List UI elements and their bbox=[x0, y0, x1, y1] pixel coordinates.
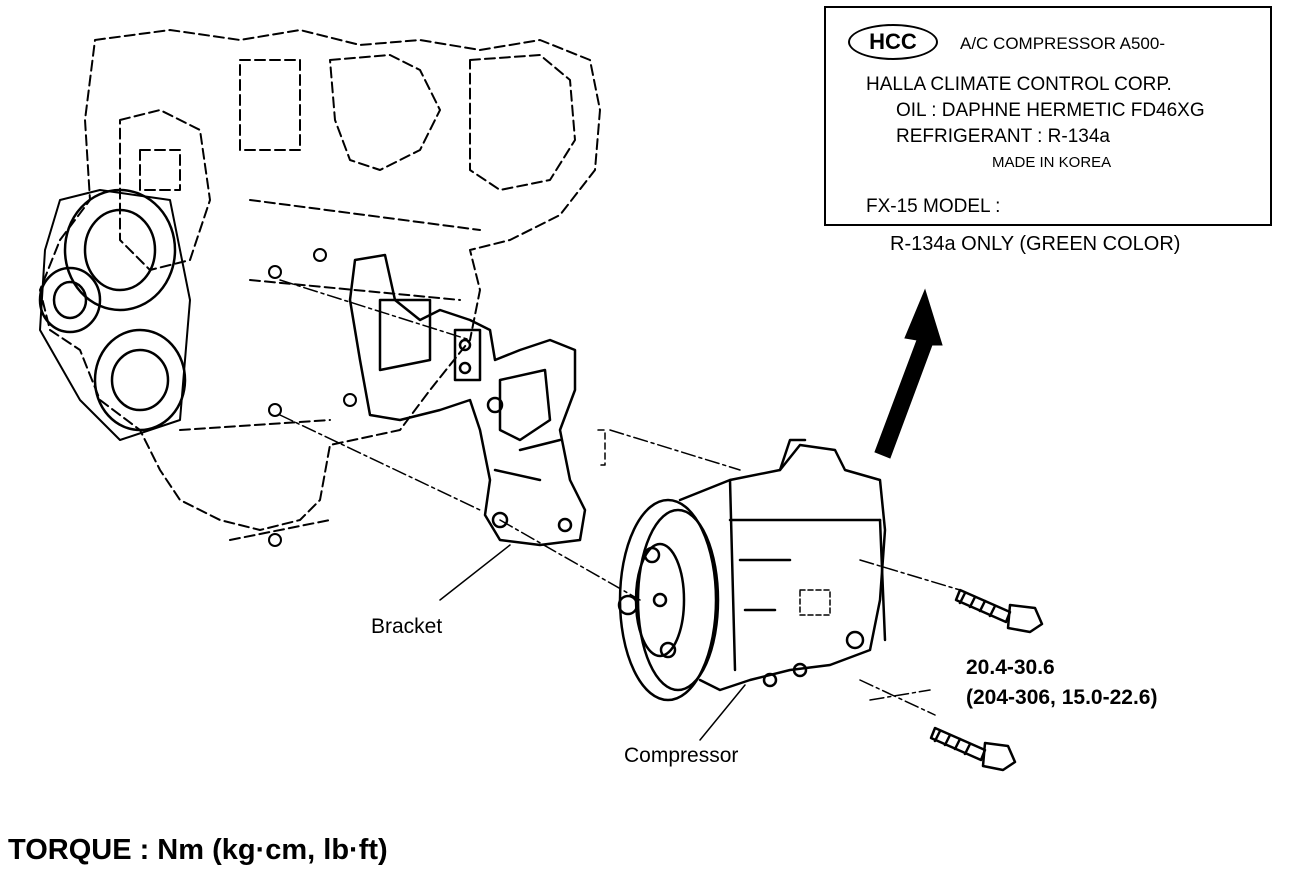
ac-bracket-icon bbox=[348, 253, 587, 547]
plate-origin: MADE IN KOREA bbox=[992, 154, 1112, 171]
plate-fx-model: FX-15 MODEL : bbox=[866, 196, 1001, 217]
plate-model-line: A/C COMPRESSOR A500- bbox=[960, 34, 1166, 53]
torque-value-alt-units: (204-306, 15.0-22.6) bbox=[966, 686, 1158, 709]
mounting-bolt-icon-lower bbox=[929, 726, 1017, 772]
torque-value-nm: 20.4-30.6 bbox=[966, 656, 1055, 679]
plate-oil: OIL : DAPHNE HERMETIC FD46XG bbox=[896, 100, 1205, 121]
bracket-label: Bracket bbox=[371, 615, 443, 638]
engine-studs bbox=[268, 248, 357, 547]
alignment-lines bbox=[279, 279, 961, 716]
compressor-label-plate: HCC A/C COMPRESSOR A500- HALLA CLIMATE C… bbox=[824, 6, 1272, 226]
plate-maker: HALLA CLIMATE CONTROL CORP. bbox=[866, 74, 1172, 95]
compressor-leader-line bbox=[699, 684, 746, 741]
hcc-logo: HCC bbox=[848, 24, 938, 60]
mounting-bolt-icon-upper bbox=[954, 588, 1044, 634]
torque-units-footer: TORQUE : Nm (kg·cm, lb·ft) bbox=[8, 834, 388, 866]
engine-block-icon bbox=[39, 29, 601, 541]
plate-refrigerant: REFRIGERANT : R-134a bbox=[896, 126, 1110, 147]
engine-pulleys bbox=[38, 188, 191, 441]
bracket-leader-line bbox=[439, 544, 511, 601]
up-arrow-icon bbox=[874, 288, 943, 459]
ac-compressor-icon bbox=[617, 438, 887, 702]
compressor-label: Compressor bbox=[624, 744, 739, 767]
plate-caption: R-134a ONLY (GREEN COLOR) bbox=[890, 233, 1181, 255]
